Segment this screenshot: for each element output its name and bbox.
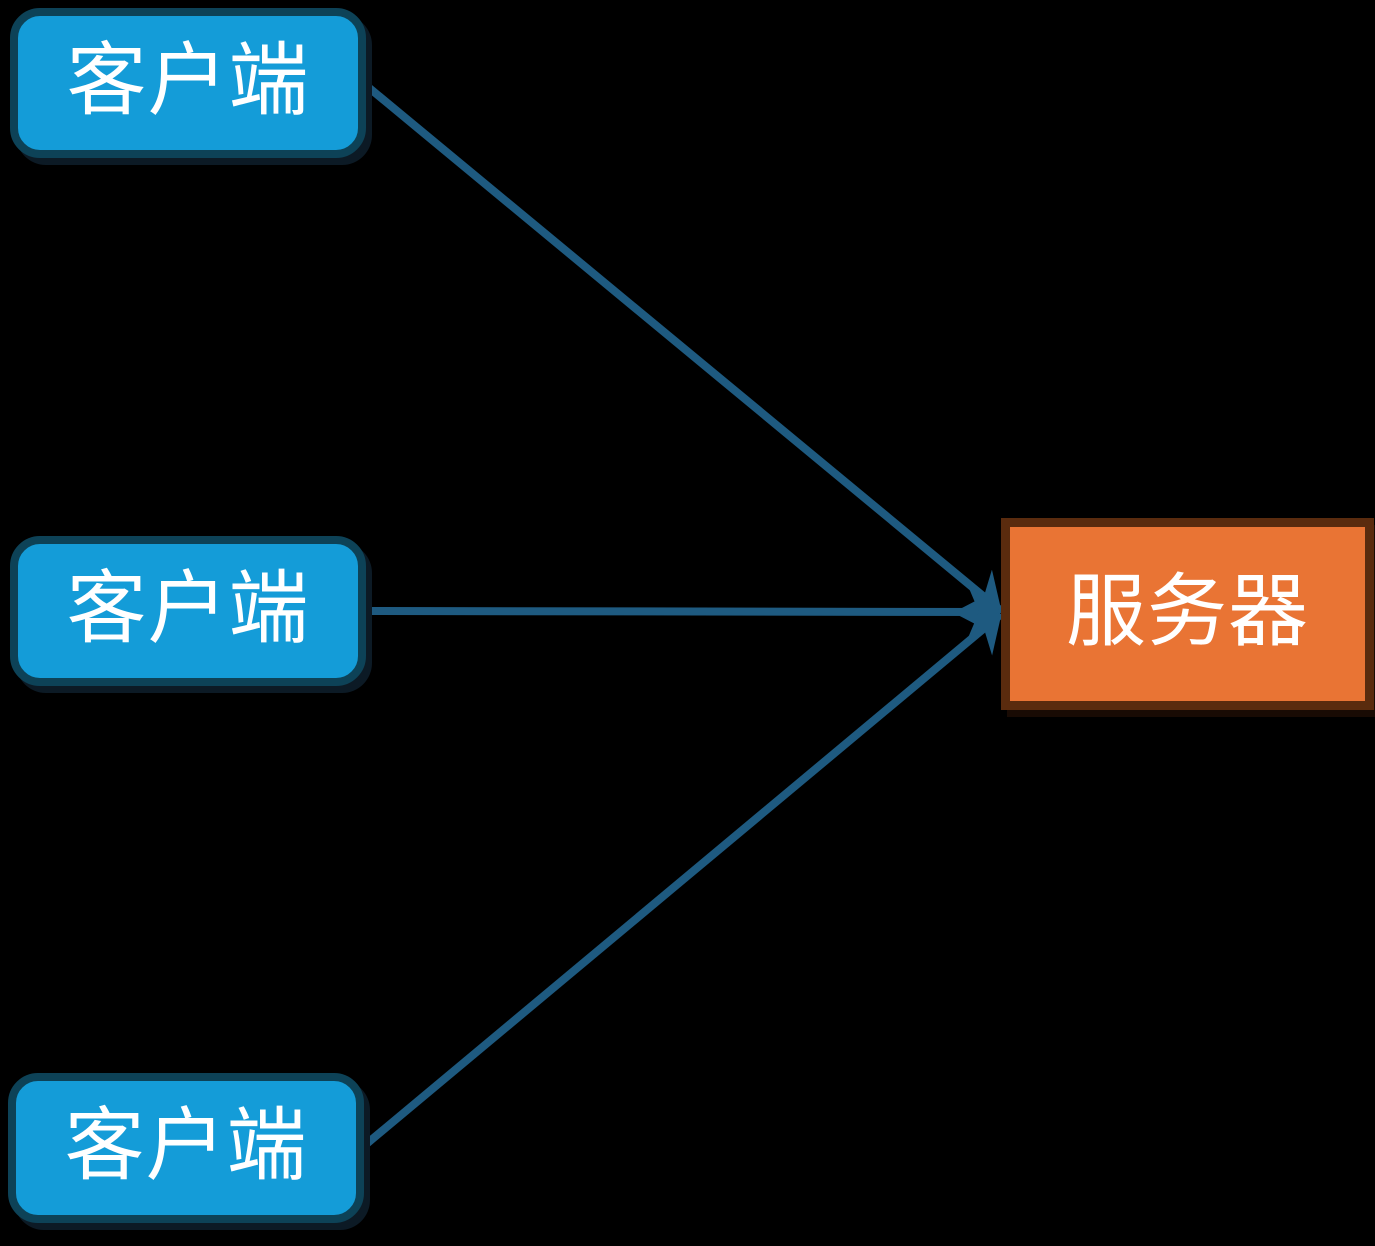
server-node-label: 服务器 (1066, 567, 1309, 656)
client-node-1: 客户端 (10, 8, 366, 158)
connector-client3-server (361, 611, 1003, 1150)
client-node-1-label: 客户端 (66, 36, 310, 125)
client-node-3-label: 客户端 (64, 1101, 308, 1190)
connector-client1-server (359, 78, 1003, 614)
client-node-3: 客户端 (8, 1073, 364, 1223)
client-node-2: 客户端 (10, 536, 366, 686)
server-node: 服务器 (1001, 518, 1374, 710)
client-node-2-label: 客户端 (66, 564, 310, 653)
connector-client2-server (361, 585, 1002, 638)
